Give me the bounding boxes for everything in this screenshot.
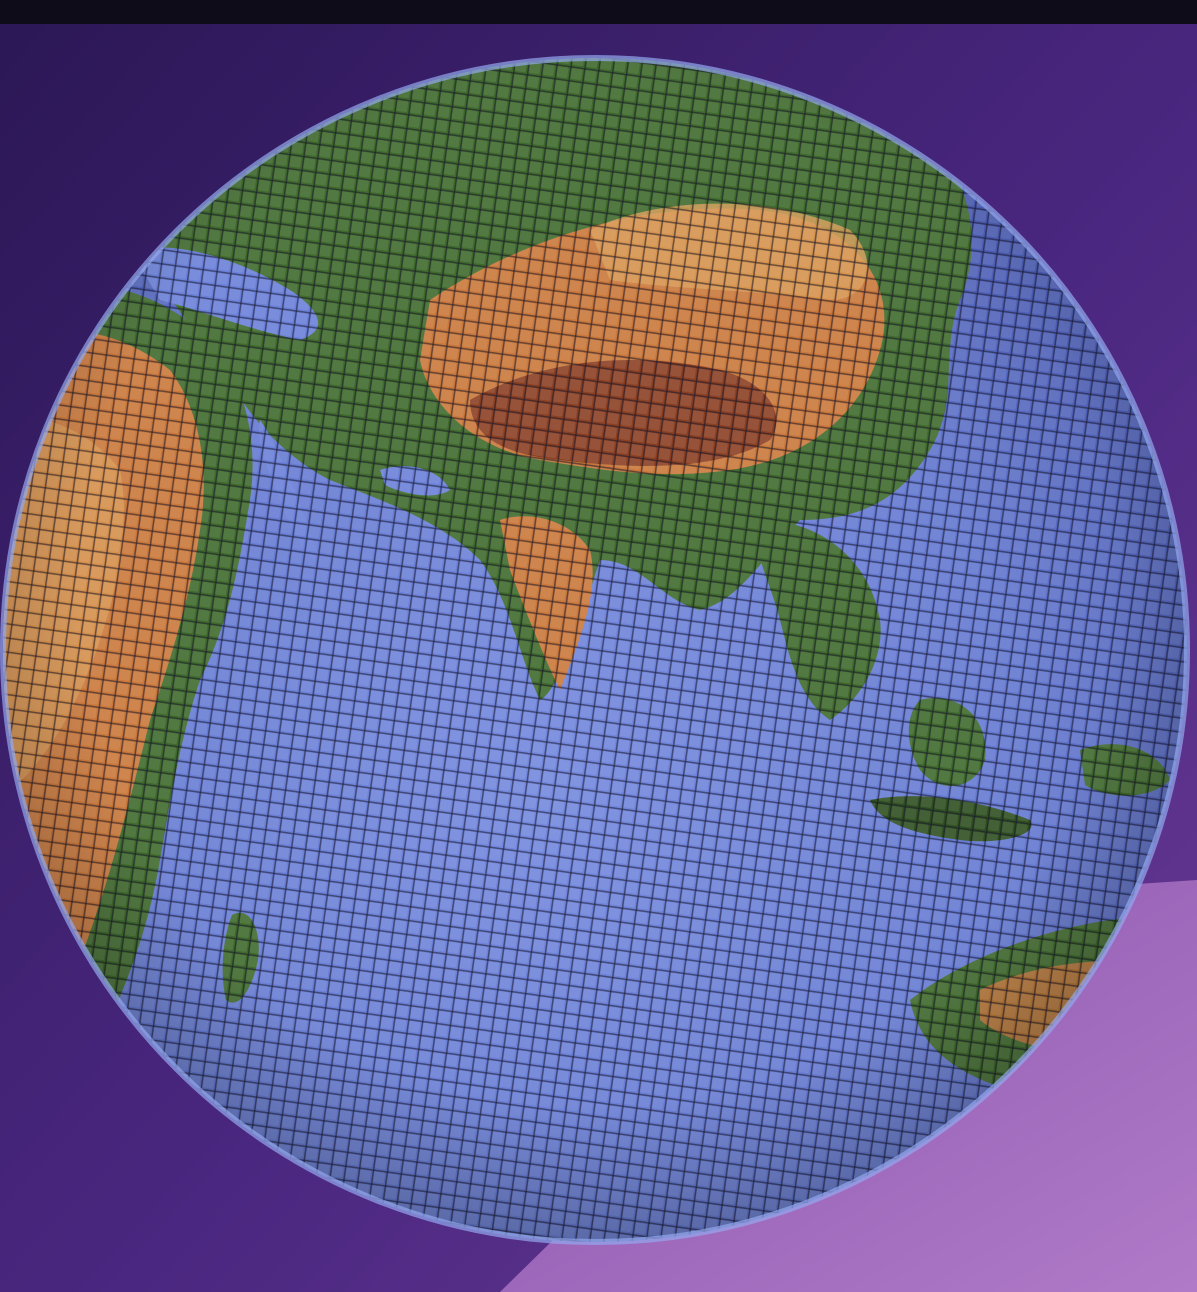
top-dark-band xyxy=(0,0,1197,24)
globe-shading xyxy=(3,58,1187,1242)
globe-rim xyxy=(0,55,1190,1245)
